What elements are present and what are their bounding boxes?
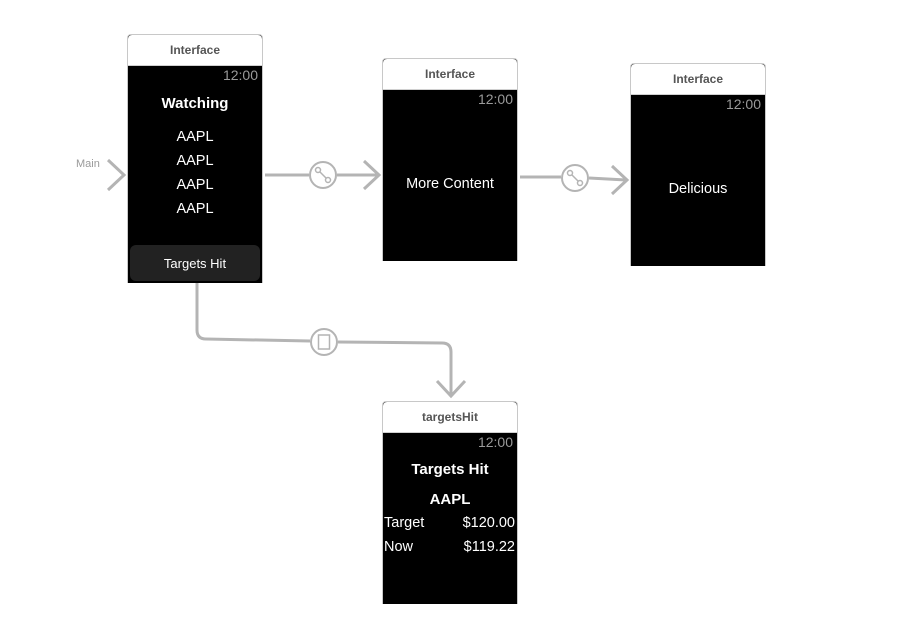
target-label: Target xyxy=(384,515,425,531)
now-label: Now xyxy=(384,539,414,555)
watch-screen: 12:00 Watching AAPL AAPL AAPL AAPL Targe… xyxy=(128,66,262,283)
more-content-label: More Content xyxy=(406,176,494,192)
push-segue-icon xyxy=(566,169,584,187)
clock-time: 12:00 xyxy=(477,91,513,107)
modal-segue-main-to-targets[interactable] xyxy=(195,283,467,399)
target-value: $120.00 xyxy=(462,515,515,531)
clock-time: 12:00 xyxy=(725,96,761,112)
delicious-label: Delicious xyxy=(668,181,728,197)
push-segue-icon xyxy=(314,166,332,184)
list-item: AAPL xyxy=(176,153,214,169)
clock-time: 12:00 xyxy=(477,434,513,450)
now-value: $119.22 xyxy=(463,539,515,555)
watch-screen: 12:00 Targets Hit AAPL Target $120.00 No… xyxy=(383,433,517,604)
watch-screen: 12:00 More Content xyxy=(383,90,517,261)
targets-hit-button[interactable]: Targets Hit xyxy=(130,245,260,281)
watching-heading: Watching xyxy=(161,95,229,112)
scene-more-content[interactable]: Interface 12:00 More Content xyxy=(382,58,518,261)
clock-time: 12:00 xyxy=(222,67,258,83)
entry-point-arrow[interactable] xyxy=(30,158,127,192)
scene-title: Interface xyxy=(631,64,765,95)
push-segue-more-to-delicious[interactable] xyxy=(520,164,630,196)
push-segue-main-to-more[interactable] xyxy=(265,159,382,191)
scene-title: targetsHit xyxy=(383,402,517,433)
scene-targets-hit[interactable]: targetsHit 12:00 Targets Hit AAPL Target… xyxy=(382,401,518,604)
stock-symbol: AAPL xyxy=(429,491,471,508)
scene-main-interface[interactable]: Interface 12:00 Watching AAPL AAPL AAPL … xyxy=(127,34,263,283)
entry-point-label: Main xyxy=(76,158,100,170)
targets-hit-heading: Targets Hit xyxy=(411,461,489,478)
scene-title: Interface xyxy=(128,35,262,66)
now-row: Now $119.22 xyxy=(384,539,515,555)
list-item: AAPL xyxy=(176,201,214,217)
target-row: Target $120.00 xyxy=(384,515,515,531)
list-item: AAPL xyxy=(176,129,214,145)
scene-delicious[interactable]: Interface 12:00 Delicious xyxy=(630,63,766,266)
list-item: AAPL xyxy=(176,177,214,193)
scene-title: Interface xyxy=(383,59,517,90)
modal-segue-icon xyxy=(317,334,331,350)
watch-screen: 12:00 Delicious xyxy=(631,95,765,266)
